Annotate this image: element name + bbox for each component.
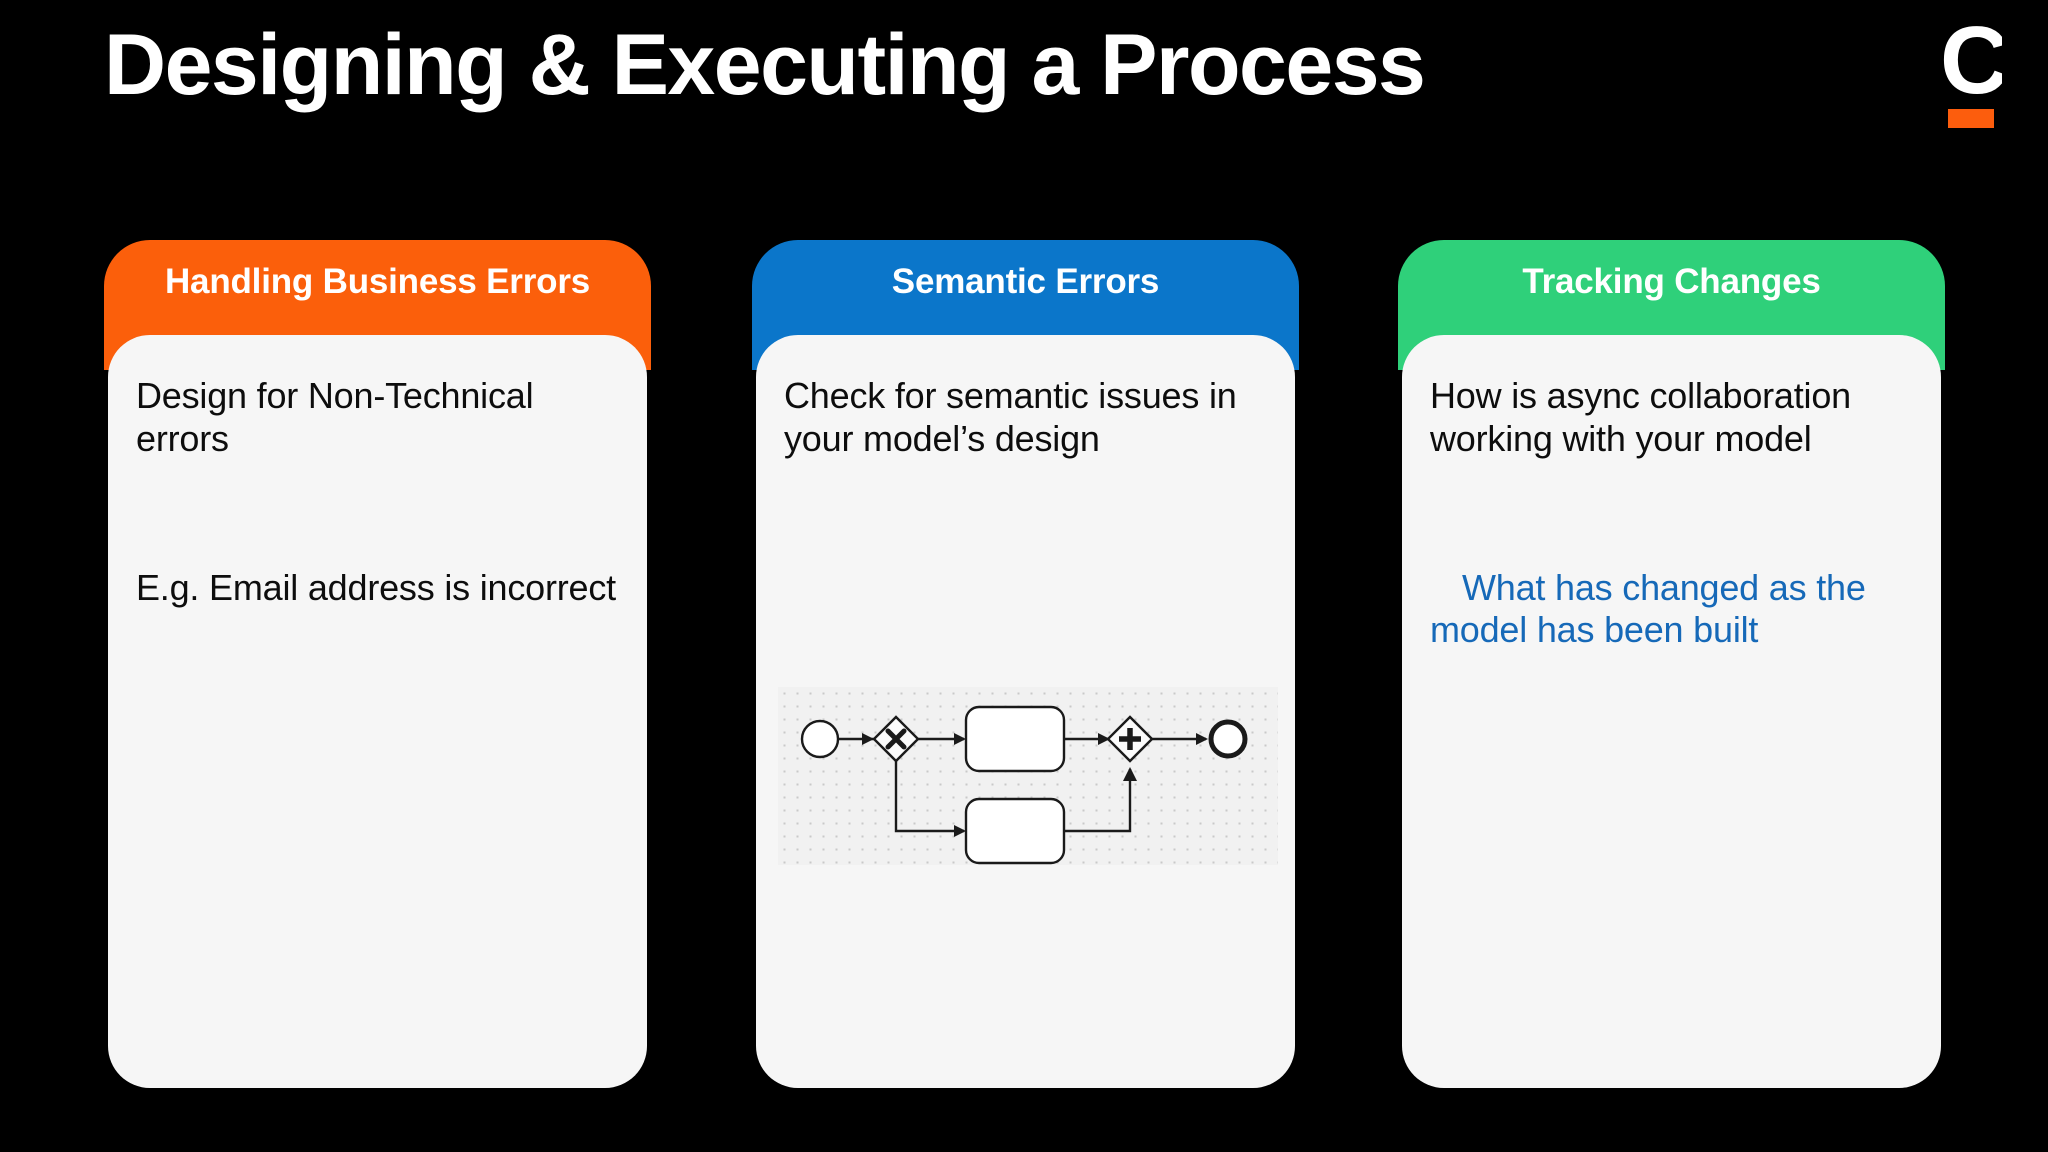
task-top xyxy=(964,705,1066,773)
bpmn-process-diagram xyxy=(778,687,1278,865)
card-header-label: Handling Business Errors xyxy=(164,262,591,301)
arrowhead-to-end xyxy=(1196,733,1208,745)
card-body-handling-business-errors: Design for Non-Technical errors E.g. Ema… xyxy=(108,335,647,1088)
flow-arrowheads xyxy=(862,733,1208,837)
paragraph-spacer xyxy=(1430,461,1913,567)
parallel-gateway xyxy=(1106,715,1154,763)
exclusive-gateway xyxy=(872,715,920,763)
arrowhead-to-task-bottom xyxy=(954,825,966,837)
arrowhead-to-task-top xyxy=(954,733,966,745)
card-paragraph-primary: Design for Non-Technical errors xyxy=(136,375,534,459)
card-semantic-errors[interactable]: Semantic Errors Check for semantic issue… xyxy=(752,240,1299,1088)
card-paragraph-primary: How is async collaboration working with … xyxy=(1430,375,1851,459)
logo-accent-bar xyxy=(1948,109,1994,128)
paragraph-spacer xyxy=(136,461,619,567)
card-paragraph-primary: Check for semantic issues in your model’… xyxy=(784,375,1237,459)
camunda-logo: C xyxy=(1940,24,2002,128)
card-body-semantic-errors: Check for semantic issues in your model’… xyxy=(756,335,1295,1088)
logo-letter: C xyxy=(1940,24,2002,102)
flow-xor-to-task-bottom xyxy=(894,761,964,833)
card-handling-business-errors[interactable]: Handling Business Errors Design for Non-… xyxy=(104,240,651,1088)
task-bottom xyxy=(964,797,1066,865)
card-paragraph-example: E.g. Email address is incorrect xyxy=(136,566,616,608)
end-event xyxy=(1208,719,1248,759)
start-event xyxy=(800,719,840,759)
card-paragraph-highlight: What has changed as the model has been b… xyxy=(1430,566,1866,651)
bpmn-canvas xyxy=(800,705,1248,865)
card-header-label: Tracking Changes xyxy=(1522,262,1821,301)
card-body-tracking-changes: How is async collaboration working with … xyxy=(1402,335,1941,1088)
arrowhead-to-and-bottom xyxy=(1123,767,1137,781)
arrowhead-to-xor xyxy=(862,733,874,745)
flow-task-bottom-to-and xyxy=(1064,769,1132,833)
card-tracking-changes[interactable]: Tracking Changes How is async collaborat… xyxy=(1398,240,1945,1088)
arrowhead-to-and-top xyxy=(1098,733,1110,745)
page-title: Designing & Executing a Process xyxy=(104,17,1426,113)
card-header-label: Semantic Errors xyxy=(891,262,1160,301)
